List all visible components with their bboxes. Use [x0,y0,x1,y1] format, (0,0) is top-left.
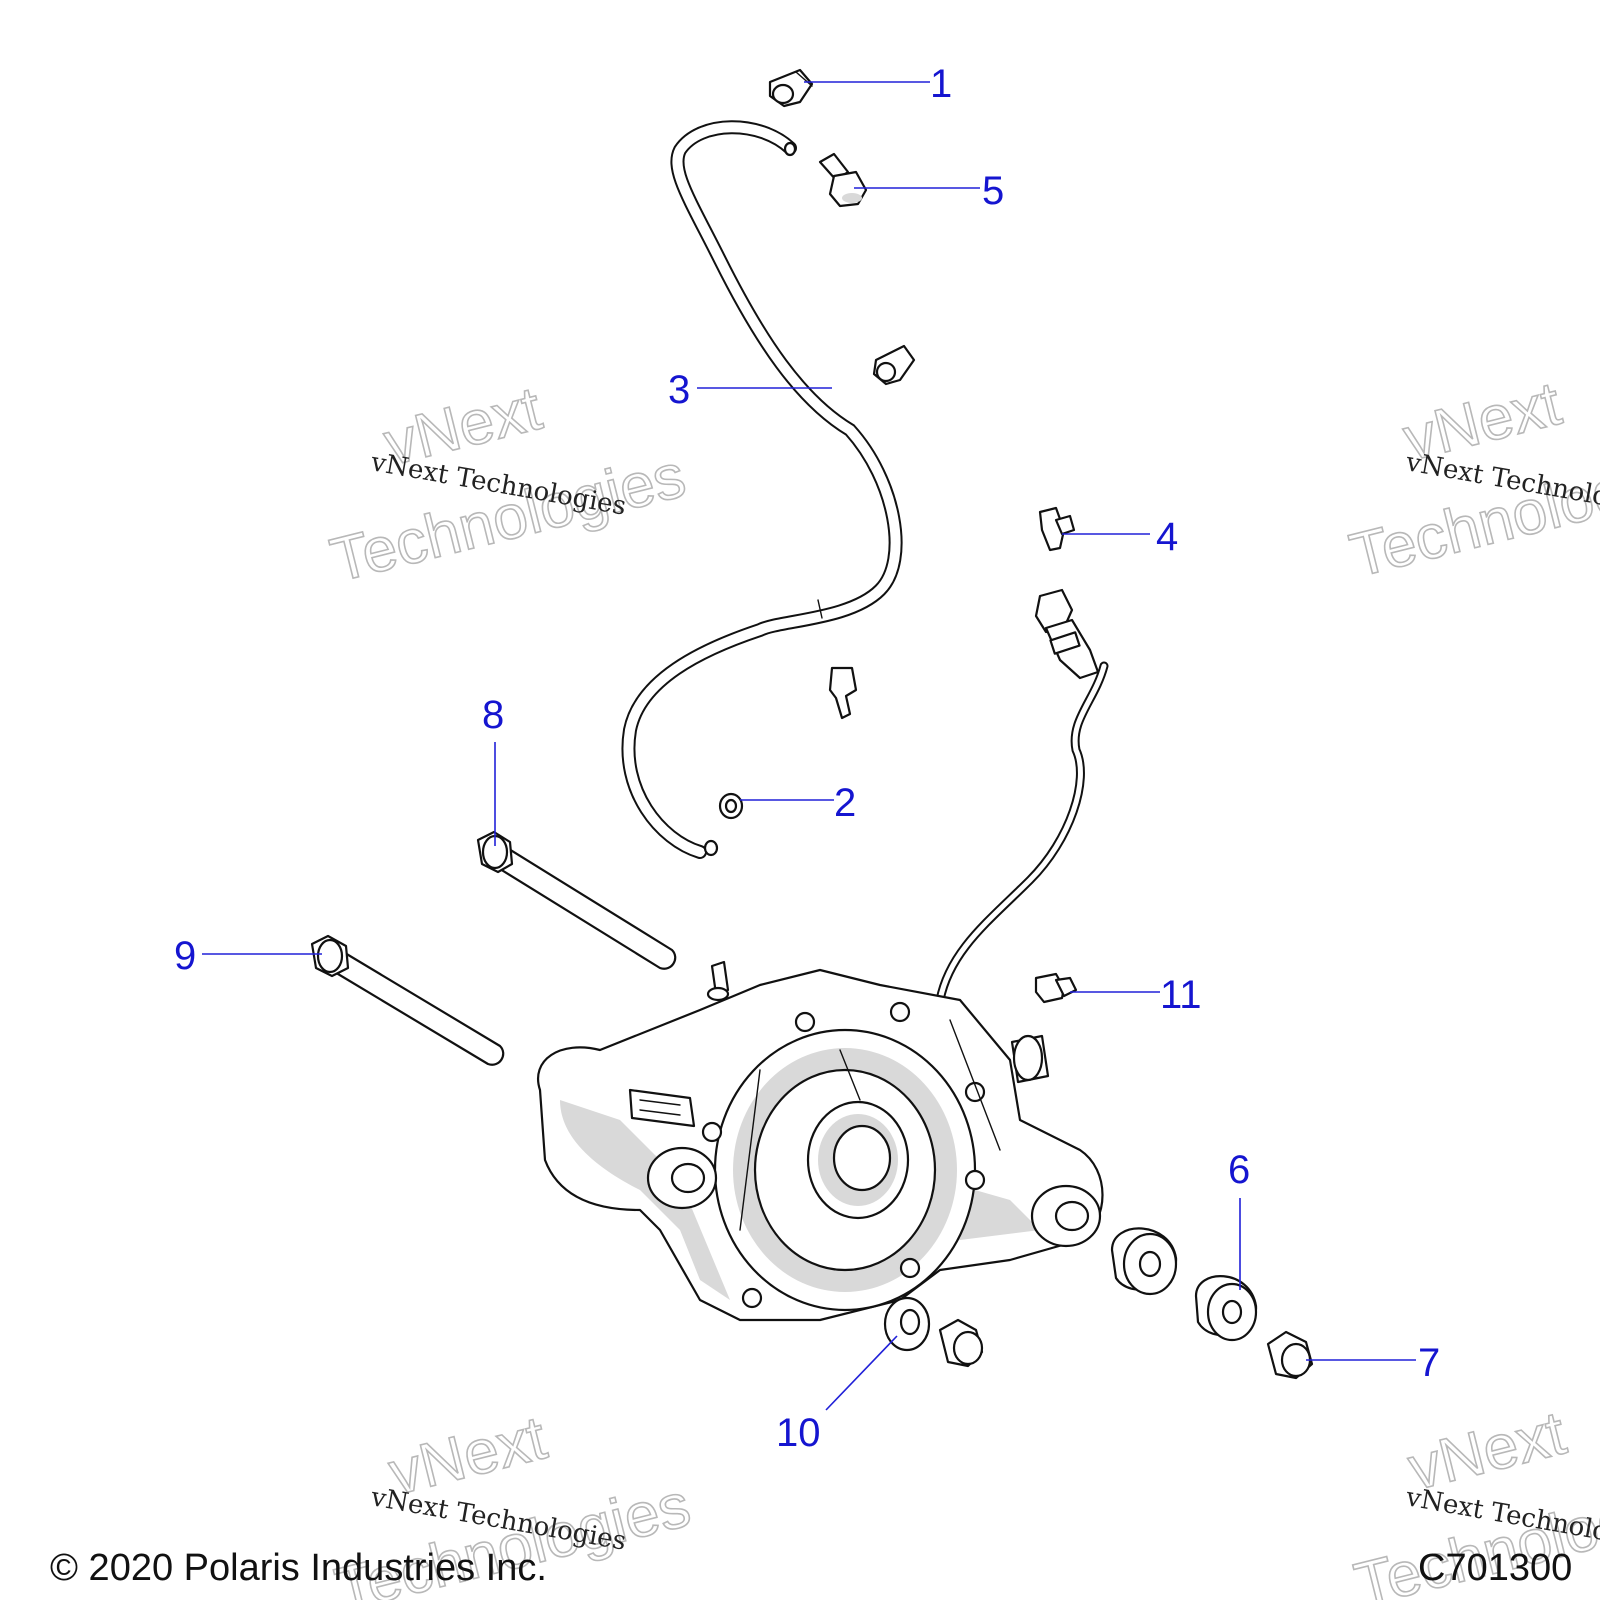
vent-fitting [818,152,868,208]
callout-3: 3 [668,368,690,412]
callout-1: 1 [930,62,952,106]
bushing-large [1110,1227,1178,1296]
bushing-small [1194,1275,1258,1342]
diagram-code: C701300 [1418,1547,1572,1589]
callout-5: 5 [982,169,1004,213]
copyright-text: © 2020 Polaris Industries Inc. [50,1547,547,1589]
vent-hose [621,120,903,859]
mounting-bolt-upper [476,830,677,970]
hose-clamp-top [768,68,814,108]
callout-4: 4 [1156,515,1178,559]
flange-nut-left [938,1318,984,1368]
callout-10: 10 [776,1411,821,1455]
callout-11: 11 [1160,973,1202,1017]
flange-nut-right [1266,1330,1314,1380]
callout-2: 2 [834,781,856,825]
callout-6: 6 [1228,1148,1250,1192]
gearcase-housing [537,960,1104,1322]
connector [1034,972,1078,1004]
leader-lines [202,81,1416,1411]
hose-clamp-bottom [718,792,744,820]
callout-7: 7 [1418,1341,1440,1385]
callout-9: 9 [174,934,196,978]
callout-8: 8 [482,693,504,737]
callout-labels: 1 2 3 4 5 6 7 8 9 10 11 [174,62,1440,1455]
hose-clamp-middle [872,344,916,386]
mounting-bolt-lower [310,934,505,1066]
hose-clip [828,666,858,720]
push-clip [1038,506,1076,552]
